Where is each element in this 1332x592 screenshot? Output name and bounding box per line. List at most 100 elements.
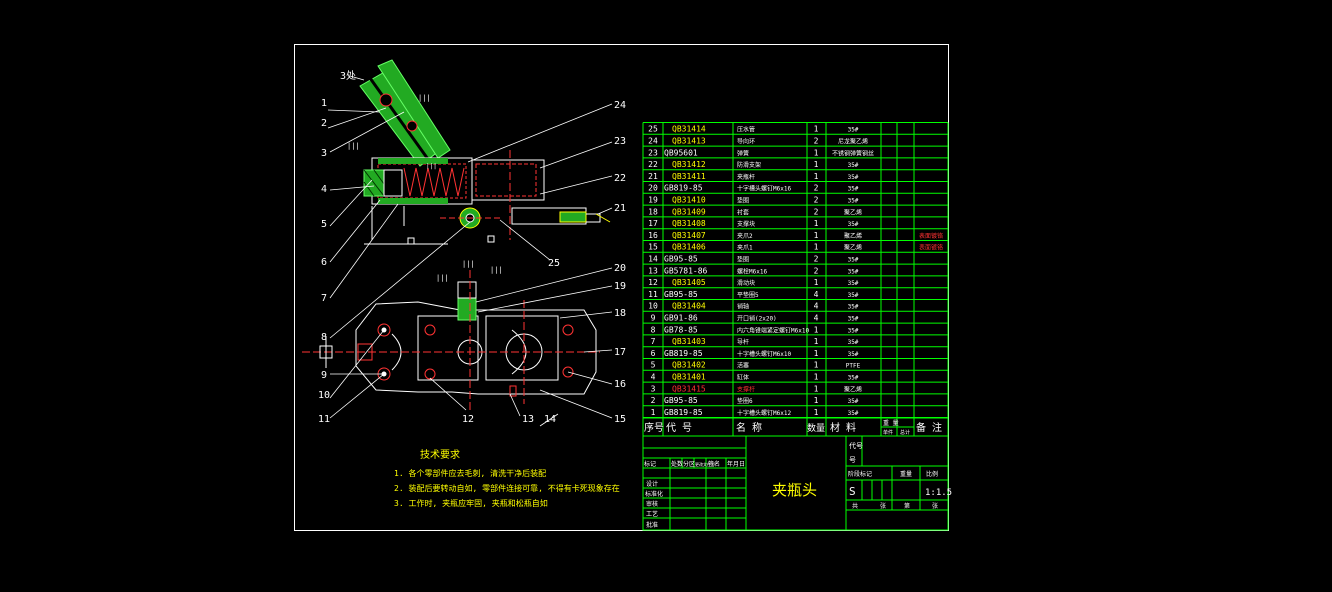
tb-label-change-doc: 更改文件号 <box>695 461 715 467</box>
bom-row-name: 缸体 <box>737 374 749 382</box>
bom-row-code: QB31413 <box>672 137 706 146</box>
tb-label-weight: 重量 <box>900 470 912 478</box>
part-label-20: 20 <box>614 263 626 274</box>
part-label-11: 11 <box>318 414 330 425</box>
tb-label-count: 处数 <box>671 460 683 468</box>
bom-row-name: 衬套 <box>737 208 749 216</box>
bom-row-code: QB31406 <box>672 243 706 252</box>
bom-row-name: 垫圈6 <box>737 397 753 405</box>
bom-row-material: 35# <box>848 280 859 287</box>
bom-row-qty: 1 <box>814 148 819 157</box>
bom-row-name: 垫圈 <box>737 197 749 205</box>
bom-header-name: 名 称 <box>736 421 762 434</box>
tb-label-design: 设计 <box>646 480 658 488</box>
bom-row-name: 十字槽头螺钉M6x16 <box>737 185 791 193</box>
tb-label-sign: 签名 <box>708 460 720 468</box>
tb-label-sheet-2: 张 <box>932 502 938 510</box>
bom-row-code: GB78-85 <box>664 325 698 334</box>
bom-header-total-weight: 总计 <box>900 429 910 436</box>
bom-row-qty: 1 <box>814 219 819 228</box>
bom-row-no: 20 <box>648 184 658 193</box>
svg-text:|||: ||| <box>436 274 449 282</box>
bom-row-qty: 1 <box>814 408 819 417</box>
part-label-8: 8 <box>321 332 327 343</box>
bom-row-no: 18 <box>648 207 658 216</box>
drawing-title: 夹瓶头 <box>772 481 817 499</box>
bom-row-code: QB31408 <box>672 219 706 228</box>
bom-row-material: 聚乙烯 <box>844 232 862 240</box>
assembly-section-view: ||| ||| ||| <box>347 59 611 245</box>
tb-label-standard: 标准化 <box>645 490 663 498</box>
bom-row-qty: 1 <box>814 231 819 240</box>
tb-label-approve: 批准 <box>646 521 658 529</box>
title-block-text: 标记 处数 分区 更改文件号 签名 年月日 设计 标准化 审核 工艺 批准 代号… <box>644 441 952 529</box>
bom-row-material: 不锈钢弹簧钢丝 <box>832 149 874 157</box>
bom-row-name: 导杆 <box>737 338 749 346</box>
tech-requirements: 技术要求 1. 各个零部件应去毛刺, 清洗干净后装配 2. 装配后要转动自如, … <box>394 448 620 508</box>
tb-label-date: 年月日 <box>727 460 745 468</box>
bom-row-no: 19 <box>648 196 658 205</box>
bom-row-material: 35# <box>848 375 859 382</box>
svg-text:|||: ||| <box>462 260 475 268</box>
part-label-13: 13 <box>522 414 534 425</box>
bom-row-note: 表面镀铬 <box>919 244 943 252</box>
bom-row-material: 35# <box>848 127 859 134</box>
bom-row-qty: 1 <box>814 337 819 346</box>
bom-row-no: 21 <box>648 172 658 181</box>
bom-row-material: 35# <box>848 198 859 205</box>
bom-row-name: 滑动块 <box>737 279 755 287</box>
bom-row-qty: 1 <box>814 172 819 181</box>
bom-row-no: 5 <box>651 361 656 370</box>
bom-row-name: 防滑支架 <box>737 161 761 169</box>
bom-row-code: QB31404 <box>672 302 706 311</box>
bom-row-qty: 1 <box>814 278 819 287</box>
title-block <box>642 435 949 531</box>
bom-row-no: 14 <box>648 255 658 264</box>
part-label-25: 25 <box>548 258 560 269</box>
bom-row-qty: 1 <box>814 243 819 252</box>
bom-row-material: 35# <box>848 162 859 169</box>
bom-row-material: 35# <box>848 304 859 311</box>
tb-label-stage: 阶段标记 <box>848 470 872 478</box>
tech-requirement-3: 3. 工作时, 夹瓶应牢固, 夹瓶和松瓶自如 <box>394 498 548 508</box>
bom-row-no: 3 <box>651 384 656 393</box>
bom-row-no: 2 <box>651 396 656 405</box>
tb-label-total: 共 <box>852 502 858 510</box>
bom-row-no: 22 <box>648 160 658 169</box>
bom-row-code: QB31415 <box>672 384 706 393</box>
bom-row-code: GB95-85 <box>664 290 698 299</box>
bom-row-code: GB95-85 <box>664 255 698 264</box>
bom-row-name: 活塞 <box>737 362 749 370</box>
bom-row-code: QB31407 <box>672 231 706 240</box>
bom-row-qty: 2 <box>814 137 819 146</box>
bom-row-name: 螺栓M6x16 <box>737 267 767 275</box>
bom-row-no: 7 <box>651 337 656 346</box>
bom-row-name: 导向环 <box>737 138 755 146</box>
bom-row-code: GB819-85 <box>664 184 703 193</box>
part-label-18: 18 <box>614 308 626 319</box>
bom-row-no: 12 <box>648 278 658 287</box>
bom-row-no: 1 <box>651 408 656 417</box>
tb-label-review: 审核 <box>646 500 658 508</box>
bom-row-qty: 2 <box>814 255 819 264</box>
bom-row-qty: 2 <box>814 266 819 275</box>
bom-header-qty: 数量 <box>807 422 825 434</box>
bom-row-code: GB95-85 <box>664 396 698 405</box>
bom-row-qty: 1 <box>814 396 819 405</box>
bom-row-name: 夹爪1 <box>737 244 753 252</box>
bom-row-qty: 1 <box>814 325 819 334</box>
tb-label-zone: 分区 <box>683 460 695 468</box>
part-label-19: 19 <box>614 281 626 292</box>
bom-row-no: 4 <box>651 373 656 382</box>
bom-row-qty: 2 <box>814 207 819 216</box>
part-label-16: 16 <box>614 379 626 390</box>
bom-row-name: 垫圈 <box>737 256 749 264</box>
part-label-top: 3处 <box>340 70 356 82</box>
part-label-7: 7 <box>321 293 327 304</box>
bom-row-name: 开口销(2x20) <box>737 315 777 323</box>
bom-header-material: 材 料 <box>830 421 856 434</box>
part-label-15: 15 <box>614 414 626 425</box>
bom-row-qty: 1 <box>814 384 819 393</box>
drawing-scale: 1:1.5 <box>925 488 952 498</box>
part-label-17: 17 <box>614 347 626 358</box>
